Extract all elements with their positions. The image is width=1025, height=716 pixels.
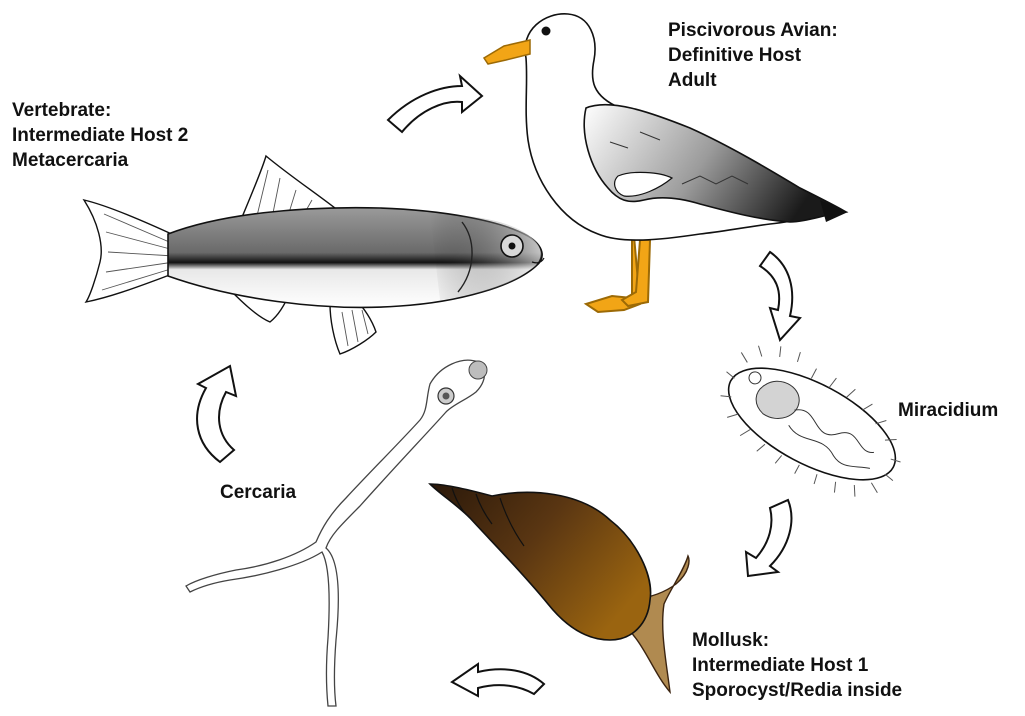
fish-illustration — [84, 156, 544, 354]
label-mollusk-line2: Intermediate Host 1 — [692, 653, 902, 678]
label-avian-line2: Definitive Host — [668, 43, 838, 68]
snail-shell — [430, 484, 651, 640]
label-vertebrate-line1: Vertebrate: — [12, 98, 188, 123]
fish-tail-fin — [84, 200, 178, 302]
seagull-tail — [820, 200, 848, 222]
label-avian: Piscivorous Avian: Definitive Host Adult — [668, 18, 838, 93]
arrow-cercaria-to-fish — [197, 366, 236, 462]
label-mollusk-line1: Mollusk: — [692, 628, 902, 653]
miracidium-body — [712, 345, 912, 502]
label-vertebrate: Vertebrate: Intermediate Host 2 Metacerc… — [12, 98, 188, 173]
label-cercaria: Cercaria — [220, 480, 296, 505]
label-avian-line3: Adult — [668, 68, 838, 93]
fish-pupil — [509, 243, 516, 250]
snail-illustration — [430, 484, 689, 692]
label-miracidium: Miracidium — [898, 398, 998, 423]
seagull-beak — [484, 40, 530, 64]
label-avian-line1: Piscivorous Avian: — [668, 18, 838, 43]
label-vertebrate-line2: Intermediate Host 2 — [12, 123, 188, 148]
arrow-miracidium-to-snail — [746, 500, 791, 576]
cercaria-oral-sucker — [469, 361, 487, 379]
arrow-fish-to-bird — [388, 76, 482, 132]
arrow-snail-to-cercaria — [452, 664, 544, 696]
cercaria-ventral-sucker-inner — [443, 393, 450, 400]
label-vertebrate-line3: Metacercaria — [12, 148, 188, 173]
seagull-eye — [542, 27, 551, 36]
fish-head — [430, 214, 541, 300]
label-mollusk: Mollusk: Intermediate Host 1 Sporocyst/R… — [692, 628, 902, 703]
cercaria-illustration — [186, 360, 487, 706]
label-mollusk-line3: Sporocyst/Redia inside — [692, 678, 902, 703]
cercaria-body — [186, 360, 485, 706]
miracidium-illustration — [699, 326, 925, 516]
arrow-bird-to-miracidium — [760, 252, 800, 340]
